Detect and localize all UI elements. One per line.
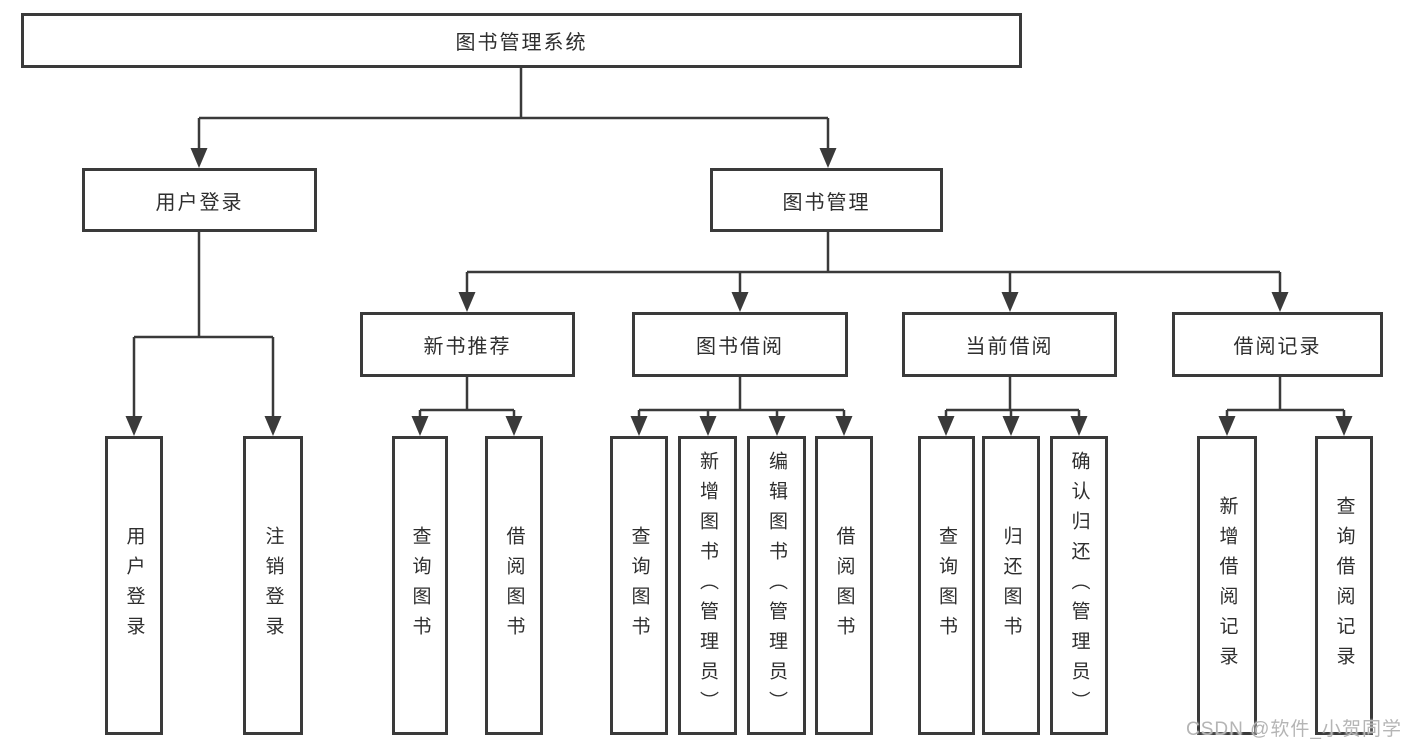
node-new-book-recommend: 新书推荐 [360, 312, 575, 377]
leaf-query-books-current: 查询图书 [918, 436, 975, 735]
node-label: 图书借阅 [696, 336, 784, 358]
node-label: 归还图书 [1000, 525, 1022, 646]
connector-borrowing-to-leaves [637, 377, 846, 419]
node-book-borrowing: 图书借阅 [632, 312, 848, 377]
leaf-logout: 注销登录 [243, 436, 303, 735]
node-label: 新增图书（管理员） [697, 450, 718, 721]
leaf-query-books-recommend: 查询图书 [392, 436, 448, 735]
arrowhead [1002, 416, 1020, 436]
leaf-edit-books-admin: 编辑图书（管理员） [747, 436, 806, 735]
node-label: 查询图书 [628, 525, 650, 646]
leaf-return-books: 归还图书 [982, 436, 1040, 735]
arrowhead [1001, 292, 1019, 312]
node-label: 图书管理 [782, 191, 871, 214]
arrowhead [458, 292, 476, 312]
arrowhead [835, 416, 853, 436]
connector-userlogin-to-leaves [132, 232, 275, 419]
leaf-add-books-admin: 新增图书（管理员） [678, 436, 737, 735]
arrowhead [264, 416, 282, 436]
connector-root-to-level2 [197, 68, 830, 150]
arrowhead [819, 148, 837, 168]
leaf-confirm-return-admin: 确认归还（管理员） [1050, 436, 1108, 735]
arrowhead [630, 416, 648, 436]
arrowhead [1070, 416, 1088, 436]
node-library-management-system: 图书管理系统 [21, 13, 1022, 68]
node-label: 新书推荐 [423, 336, 512, 358]
arrowhead [1335, 416, 1353, 436]
connector-records-to-leaves [1225, 377, 1346, 419]
node-label: 新增借阅记录 [1216, 495, 1238, 676]
leaf-borrow-books-recommend: 借阅图书 [485, 436, 543, 735]
leaf-borrow-books-borrowing: 借阅图书 [815, 436, 873, 735]
node-label: 查询借阅记录 [1333, 495, 1355, 676]
node-label: 确认归还（管理员） [1068, 450, 1090, 721]
node-label: 注销登录 [262, 525, 284, 646]
leaf-user-login: 用户登录 [105, 436, 163, 735]
csdn-watermark: CSDN @软件_小贺同学 [1186, 719, 1402, 740]
connector-recommend-to-leaves [418, 377, 516, 419]
node-label: 查询图书 [409, 525, 431, 646]
arrowheads [125, 148, 1353, 436]
node-book-management-branch: 图书管理 [710, 168, 943, 232]
arrowhead [1271, 292, 1289, 312]
arrowhead [1218, 416, 1236, 436]
leaf-query-borrow-record: 查询借阅记录 [1315, 436, 1373, 735]
node-label: 编辑图书（管理员） [766, 450, 787, 721]
arrowhead [125, 416, 143, 436]
connector-bookmgmt-to-level3 [465, 232, 1282, 294]
node-label: 借阅图书 [833, 525, 855, 646]
node-user-login-branch: 用户登录 [82, 168, 317, 232]
connector-current-to-leaves [944, 377, 1081, 419]
leaf-query-books-borrowing: 查询图书 [610, 436, 668, 735]
arrowhead [768, 416, 786, 436]
arrowhead [937, 416, 955, 436]
node-label: 用户登录 [155, 191, 244, 214]
node-label: 用户登录 [123, 525, 145, 646]
node-label: 借阅记录 [1233, 336, 1322, 358]
node-label: 查询图书 [936, 525, 957, 646]
node-label: 当前借阅 [965, 336, 1054, 358]
leaf-add-borrow-record: 新增借阅记录 [1197, 436, 1257, 735]
node-borrowing-records: 借阅记录 [1172, 312, 1383, 377]
node-label: 图书管理系统 [455, 32, 588, 54]
node-label: 借阅图书 [503, 525, 525, 646]
arrowhead [190, 148, 208, 168]
arrowhead [411, 416, 429, 436]
node-current-borrowing: 当前借阅 [902, 312, 1117, 377]
arrowhead [731, 292, 749, 312]
arrowhead [699, 416, 717, 436]
arrowhead [505, 416, 523, 436]
